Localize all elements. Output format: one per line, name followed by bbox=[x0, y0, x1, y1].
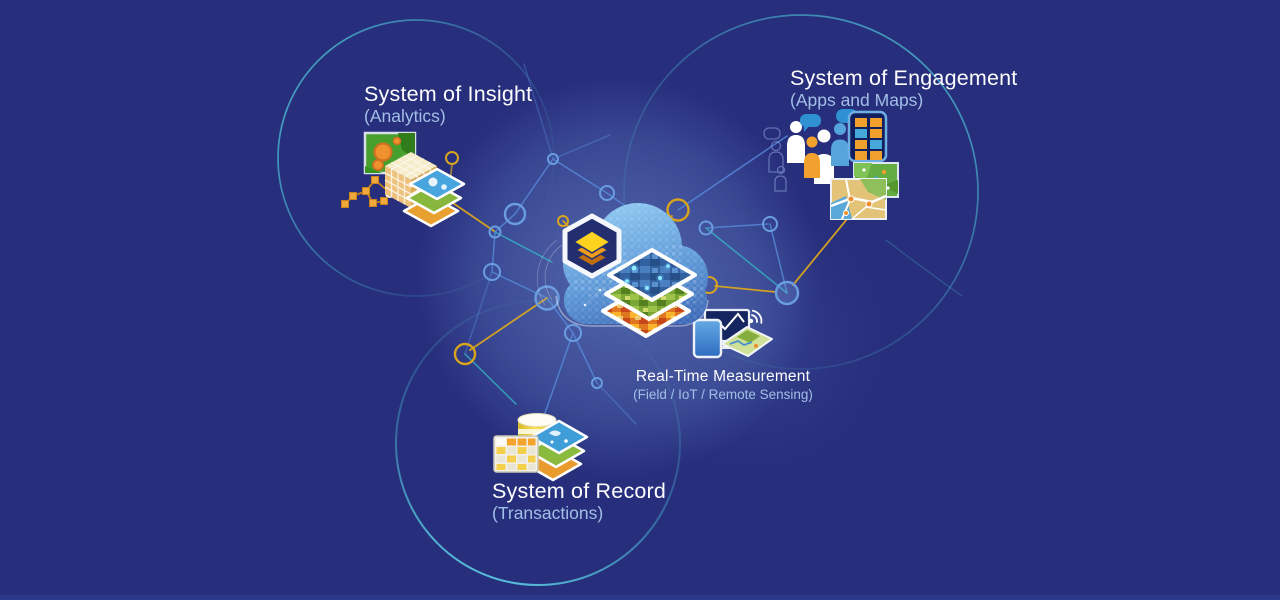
record-icons bbox=[493, 413, 589, 482]
insight-subtitle: (Analytics) bbox=[364, 106, 446, 126]
record-label: System of Record (Transactions) bbox=[492, 479, 666, 524]
realtime-label: Real-Time Measurement (Field / IoT / Rem… bbox=[573, 368, 873, 403]
bottom-band bbox=[0, 595, 1280, 600]
street-map-icon bbox=[830, 178, 887, 220]
engagement-title: System of Engagement bbox=[790, 66, 1018, 90]
layer-stack-icon bbox=[402, 167, 466, 228]
field-map-icon bbox=[721, 326, 773, 357]
imagery-layer-stack-icon bbox=[601, 248, 697, 338]
realtime-title: Real-Time Measurement bbox=[635, 368, 811, 385]
insight-label: System of Insight (Analytics) bbox=[364, 82, 532, 127]
attribute-table-icon bbox=[493, 435, 539, 473]
wireless-signal-icon bbox=[748, 309, 763, 324]
network-nodes bbox=[445, 151, 800, 389]
realtime-subtitle: (Field / IoT / Remote Sensing) bbox=[633, 387, 813, 402]
record-layer-stack-icon bbox=[523, 419, 589, 482]
hexagon-layers-badge-icon bbox=[562, 213, 622, 279]
insight-title: System of Insight bbox=[364, 82, 533, 106]
insight-icons bbox=[341, 131, 466, 228]
system-circles bbox=[277, 14, 979, 586]
people-group-icon bbox=[787, 121, 849, 184]
sensor-glow-dots bbox=[623, 262, 672, 292]
mobile-device-icon bbox=[692, 318, 723, 359]
record-subtitle: (Transactions) bbox=[492, 503, 604, 523]
engagement-subtitle: (Apps and Maps) bbox=[790, 90, 924, 110]
engagement-icons bbox=[763, 109, 899, 220]
engagement-label: System of Engagement (Apps and Maps) bbox=[790, 66, 1017, 111]
mobile-app-icon bbox=[847, 110, 888, 163]
outline-people-icon bbox=[763, 127, 787, 192]
realtime-icons bbox=[692, 308, 773, 359]
network-lines bbox=[446, 63, 862, 425]
record-title: System of Record bbox=[492, 479, 667, 503]
